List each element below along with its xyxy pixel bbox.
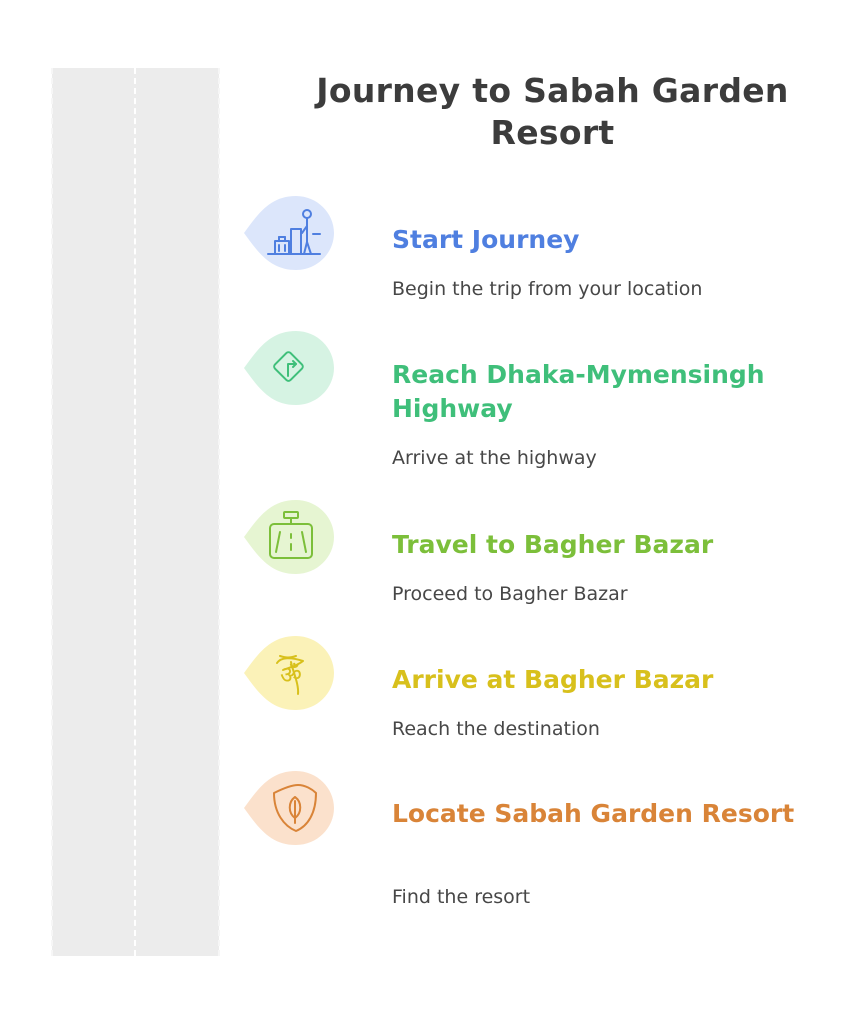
road-sign-icon bbox=[244, 331, 336, 405]
road-edge-right bbox=[218, 68, 220, 956]
road-edge-left bbox=[51, 68, 53, 956]
step-title: Locate Sabah Garden Resort bbox=[392, 799, 795, 828]
road-car-icon bbox=[244, 500, 336, 574]
traveler-luggage-icon bbox=[244, 196, 336, 270]
step-description: Arrive at the highway bbox=[392, 447, 597, 469]
step-title: Start Journey bbox=[392, 225, 580, 254]
road-center-line bbox=[134, 68, 136, 956]
diagram-title: Journey to Sabah Garden Resort bbox=[316, 71, 789, 152]
step-title: Travel to Bagher Bazar bbox=[392, 530, 714, 559]
step-title: Arrive at Bagher Bazar bbox=[392, 665, 714, 694]
om-symbol-icon: ॐ bbox=[244, 636, 336, 710]
step-description: Begin the trip from your location bbox=[392, 278, 703, 300]
leaf-shield-icon bbox=[244, 771, 336, 845]
step-description: Find the resort bbox=[392, 886, 531, 908]
svg-text:ॐ: ॐ bbox=[280, 661, 302, 689]
road-illustration bbox=[51, 68, 220, 956]
step-description: Proceed to Bagher Bazar bbox=[392, 583, 628, 605]
step-description: Reach the destination bbox=[392, 718, 600, 740]
step-title: Reach Dhaka-Mymensingh Highway bbox=[392, 360, 765, 423]
